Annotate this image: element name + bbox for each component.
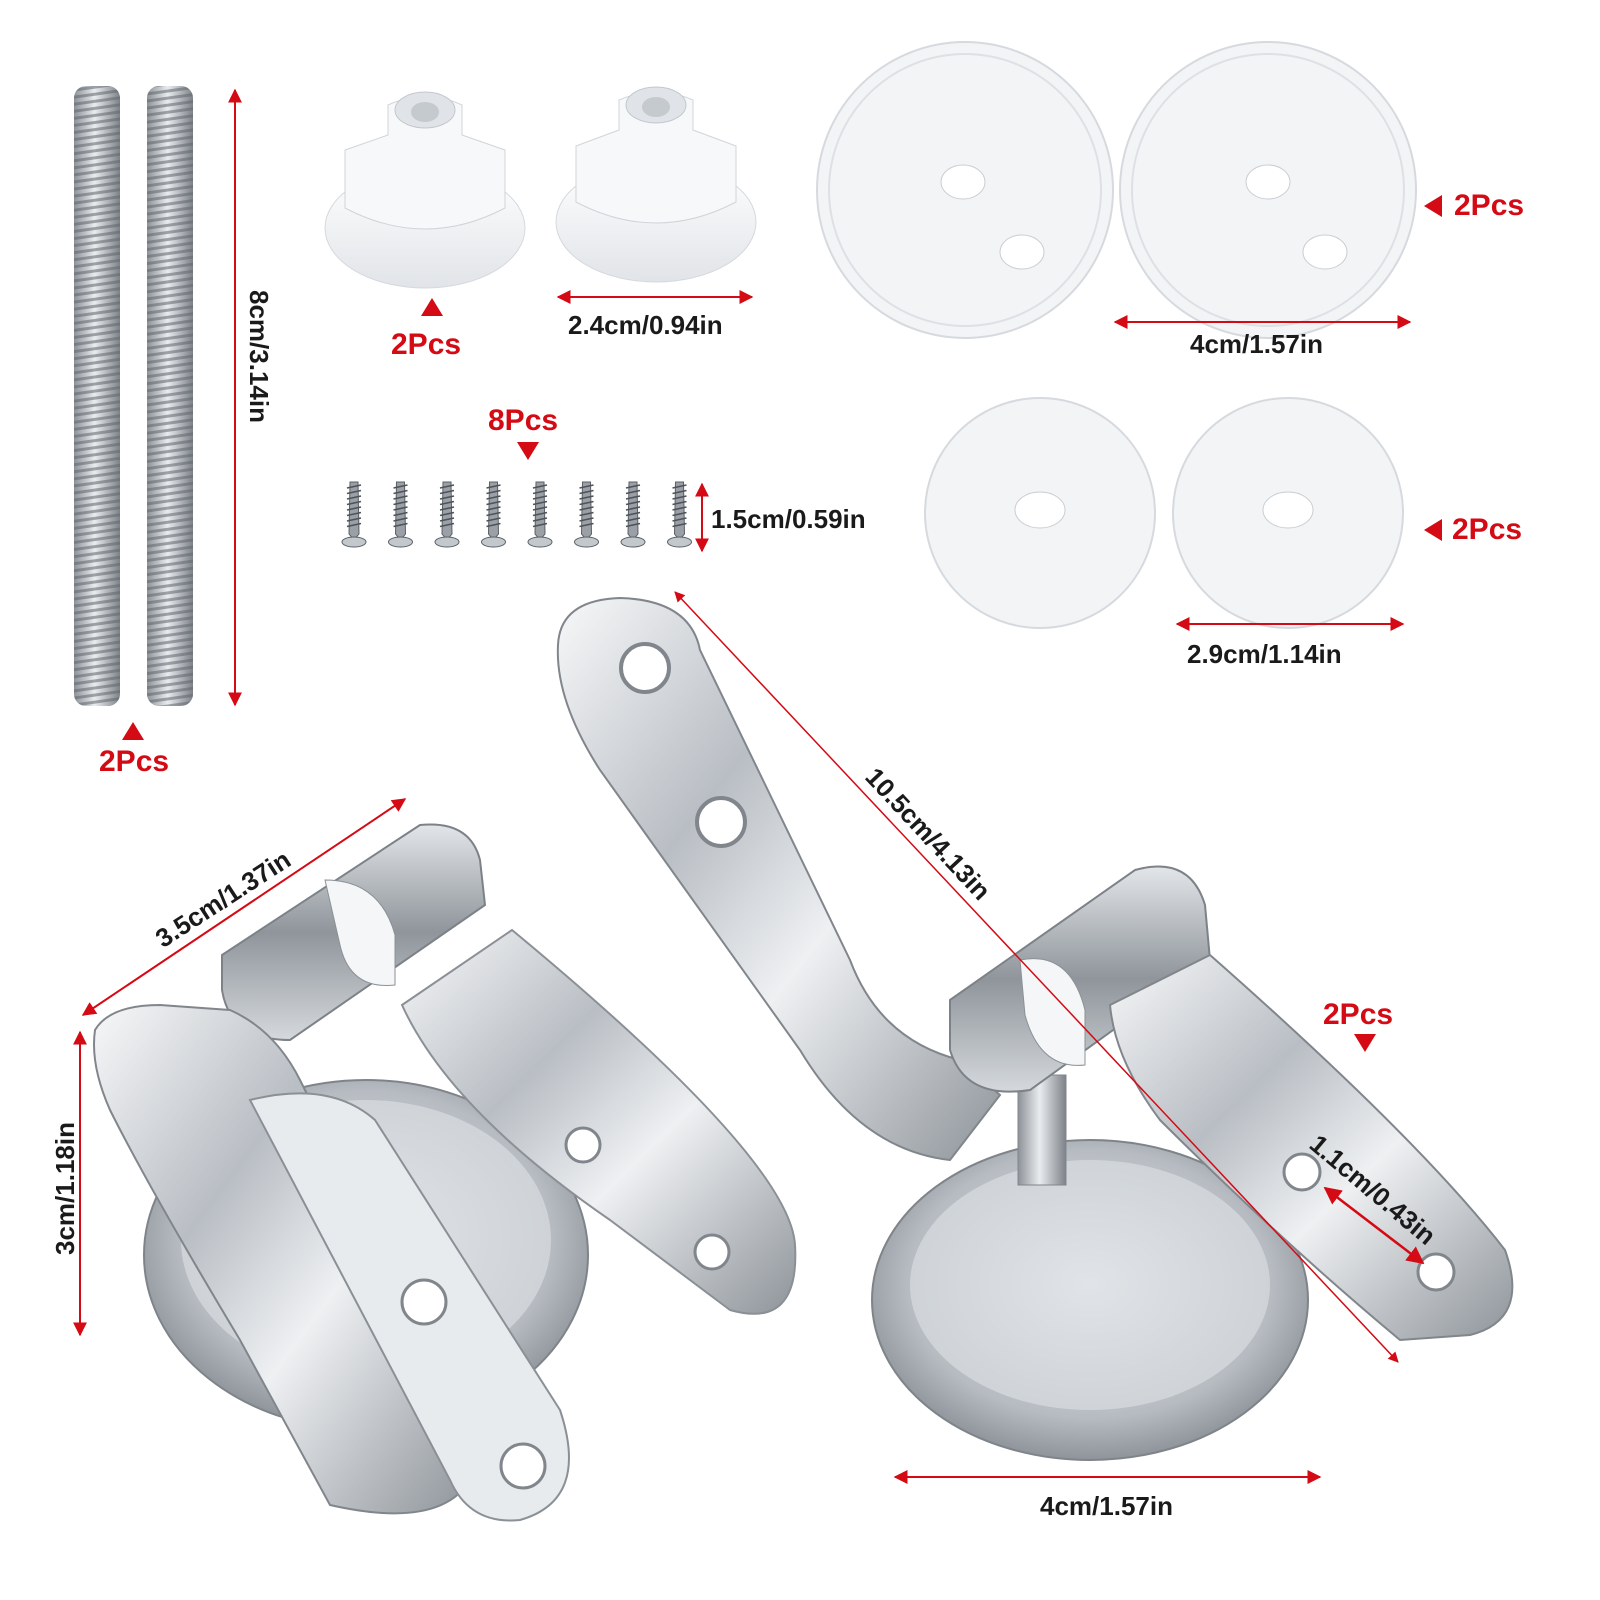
small-washer-quantity-label: 2Pcs [1452, 513, 1523, 546]
screws [341, 481, 692, 548]
threaded-rods [74, 86, 193, 706]
rod-length-label: 8cm/3.14in [244, 290, 274, 423]
screw [667, 481, 692, 548]
screw-quantity-pointer-icon [517, 442, 539, 460]
screw [341, 481, 367, 548]
large-washer [816, 41, 1114, 339]
threaded-rod [74, 86, 120, 706]
small-washers [924, 397, 1404, 629]
large-washers [816, 41, 1417, 339]
hinge-quantity-label: 2Pcs [1323, 998, 1394, 1031]
large-washer [1119, 41, 1417, 339]
threaded-rod [147, 86, 193, 706]
small-washer [1172, 397, 1404, 629]
plastic-inserts [324, 86, 757, 289]
small-washer-quantity-pointer-icon [1424, 519, 1442, 541]
hinge-hole-spacing-arrow [1323, 1186, 1425, 1265]
screw [434, 481, 460, 548]
screw-length-label: 1.5cm/0.59in [711, 504, 866, 534]
screw [527, 481, 553, 548]
hinge-width-arrow [81, 798, 407, 1016]
screw-quantity-label: 8Pcs [488, 404, 559, 437]
insert-diameter-label: 2.4cm/0.94in [568, 310, 723, 340]
rod-quantity-pointer-icon [122, 722, 144, 740]
plastic-insert [324, 91, 526, 289]
screw [620, 481, 646, 548]
screw [481, 481, 506, 548]
screw [388, 481, 413, 548]
large-washer-diameter-label: 4cm/1.57in [1190, 329, 1323, 359]
insert-quantity-label: 2Pcs [391, 328, 462, 361]
hinge-base-diameter-label: 4cm/1.57in [1040, 1491, 1173, 1521]
small-washer-diameter-label: 2.9cm/1.14in [1187, 639, 1342, 669]
hinge-height-label: 3cm/1.18in [50, 1122, 80, 1255]
hinge-quantity-pointer-icon [1354, 1034, 1376, 1052]
rod-quantity-label: 2Pcs [99, 745, 170, 778]
plastic-insert [555, 86, 757, 283]
large-washer-quantity-pointer-icon [1424, 195, 1442, 217]
large-washer-quantity-label: 2Pcs [1454, 189, 1525, 222]
insert-quantity-pointer-icon [421, 298, 443, 316]
small-washer [924, 397, 1156, 629]
hinge-arm-length-arrow [674, 591, 1399, 1363]
screw [574, 481, 599, 548]
